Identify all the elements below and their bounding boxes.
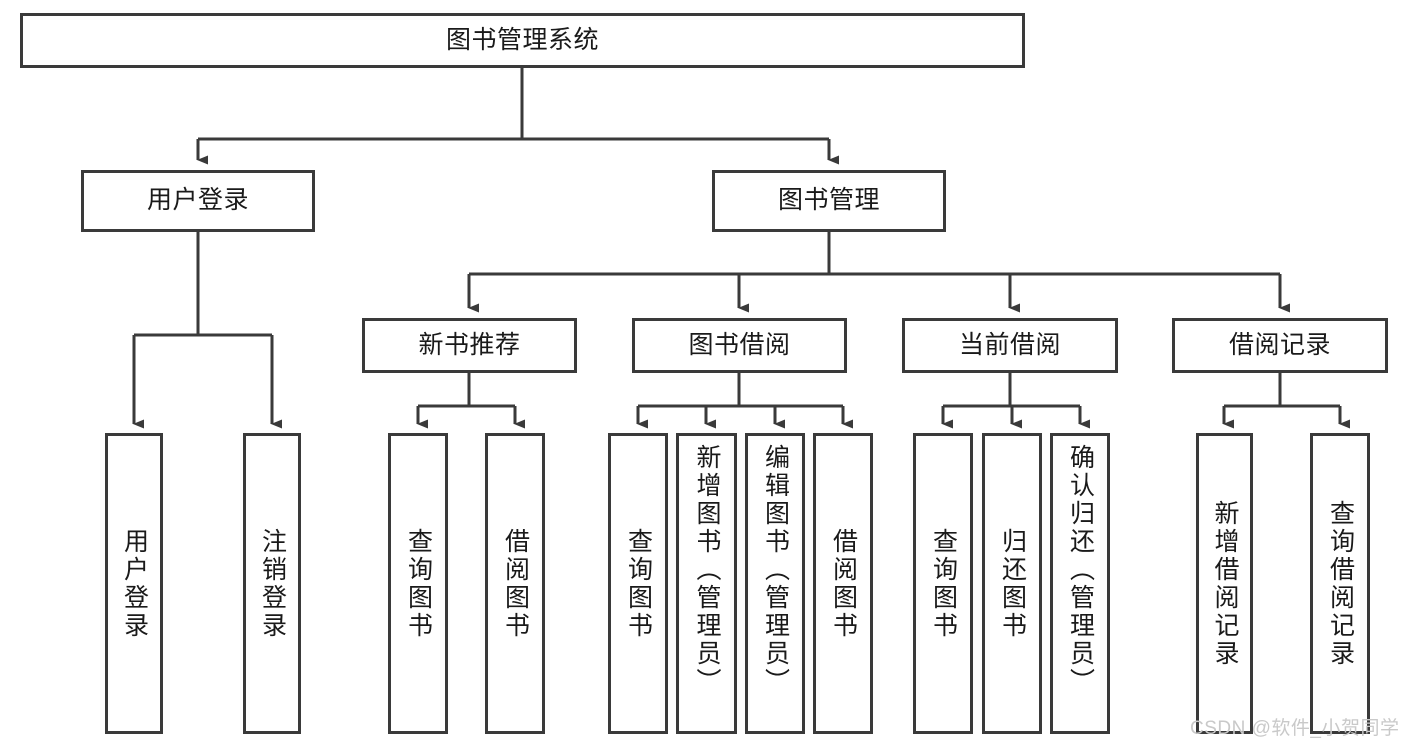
leaf-user-login-login[interactable]: 用户登录 (105, 433, 163, 734)
leaf-borrow-borrow-book[interactable]: 借阅图书 (813, 433, 873, 734)
node-label: 图书管理系统 (445, 25, 599, 54)
node-label: 图书管理 (777, 186, 880, 215)
node-book-management[interactable]: 图书管理 (712, 170, 946, 232)
node-label: 查询借阅记录 (1326, 499, 1355, 668)
node-label: 新增借阅记录 (1211, 499, 1239, 668)
node-label: 注销登录 (258, 527, 287, 640)
node-book-borrow[interactable]: 图书借阅 (632, 318, 847, 373)
leaf-current-query-book[interactable]: 查询图书 (913, 433, 973, 734)
node-current-borrow[interactable]: 当前借阅 (902, 318, 1118, 373)
node-root-system[interactable]: 图书管理系统 (20, 13, 1025, 68)
leaf-record-query-record[interactable]: 查询借阅记录 (1310, 433, 1370, 734)
node-label: 借阅记录 (1228, 330, 1331, 359)
node-label: 新增图书（管理员） (693, 444, 721, 696)
node-borrow-record[interactable]: 借阅记录 (1172, 318, 1388, 373)
node-user-login[interactable]: 用户登录 (81, 170, 315, 232)
node-label: 编辑图书（管理员） (761, 444, 790, 696)
node-label: 查询图书 (624, 527, 653, 640)
node-new-book-recommend[interactable]: 新书推荐 (362, 318, 577, 373)
node-label: 借阅图书 (829, 527, 858, 640)
node-label: 查询图书 (929, 527, 958, 640)
leaf-current-confirm-return[interactable]: 确认归还（管理员） (1050, 433, 1110, 734)
node-label: 查询图书 (404, 527, 433, 640)
node-label: 确认归还（管理员） (1066, 444, 1095, 696)
leaf-record-add-record[interactable]: 新增借阅记录 (1196, 433, 1253, 734)
node-label: 当前借阅 (958, 330, 1061, 359)
node-label: 新书推荐 (418, 330, 521, 359)
leaf-borrow-query-book[interactable]: 查询图书 (608, 433, 668, 734)
node-label: 借阅图书 (501, 527, 530, 640)
node-label: 图书借阅 (688, 330, 791, 359)
leaf-borrow-edit-book[interactable]: 编辑图书（管理员） (745, 433, 805, 734)
leaf-new-book-query[interactable]: 查询图书 (388, 433, 448, 734)
leaf-new-book-borrow[interactable]: 借阅图书 (485, 433, 545, 734)
leaf-borrow-add-book[interactable]: 新增图书（管理员） (676, 433, 737, 734)
node-label: 用户登录 (146, 186, 249, 215)
csdn-watermark: CSDN @软件_小贺同学 (1190, 718, 1400, 739)
leaf-current-return-book[interactable]: 归还图书 (982, 433, 1042, 734)
node-label: 用户登录 (120, 527, 149, 640)
leaf-user-login-logout[interactable]: 注销登录 (243, 433, 301, 734)
node-label: 归还图书 (998, 527, 1027, 640)
